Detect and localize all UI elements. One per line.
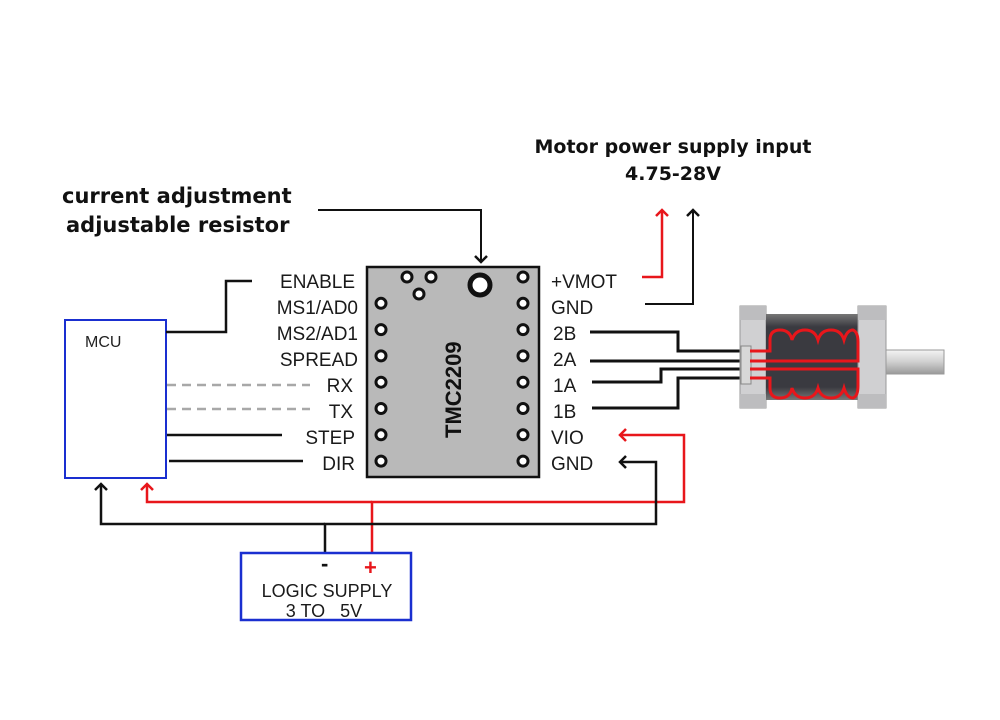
pin-label-gnd-motor: GND: [551, 298, 593, 319]
logic-supply-range: 3 TO 5V: [286, 601, 362, 621]
right-pin-labels: +VMOT GND 2B 2A 1A 1B VIO GND: [551, 272, 617, 475]
pin-label-tx: TX: [329, 402, 354, 423]
pin-label-2b: 2B: [553, 324, 576, 345]
jumper-hole: [400, 270, 414, 284]
left-pin-labels: ENABLE MS1/AD0 MS2/AD1 SPREAD RX TX STEP…: [277, 272, 358, 475]
plus-terminal: +: [364, 555, 377, 580]
pin-label-1b: 1B: [553, 402, 576, 423]
coil-upper: [750, 328, 860, 363]
pin-hole: [516, 428, 530, 442]
motor-supply-title: Motor power supply input: [535, 136, 812, 158]
pin-hole: [374, 323, 388, 337]
current-adjust-annotation: current adjustment adjustable resistor: [62, 184, 292, 237]
pin-label-1a: 1A: [553, 376, 577, 397]
logic-supply-box: [239, 551, 413, 622]
motor-supply-annotation: Motor power supply input 4.75-28V: [535, 136, 812, 185]
mcu-vcc-wire: [140, 482, 372, 504]
logic-supply-label: LOGIC SUPPLY: [262, 581, 393, 601]
driver-pcb: [365, 265, 541, 479]
motor-rear-flange: [857, 305, 887, 409]
chip-label: TMC2209: [441, 341, 466, 438]
pin-hole: [374, 402, 388, 415]
motor-gnd-wire: [645, 208, 700, 305]
mcu-block: MCU: [64, 319, 167, 479]
minus-terminal: -: [321, 551, 328, 576]
motor-body: [766, 314, 862, 400]
jumper-hole: [412, 287, 426, 301]
mcu-box: [64, 319, 167, 479]
coil-2b-wire: [590, 330, 745, 353]
coil-1b-wire: [592, 376, 745, 410]
pin-hole: [516, 375, 530, 389]
motor-shaft: [885, 349, 945, 375]
vio-wire: [370, 428, 686, 555]
flange-edge: [858, 394, 886, 408]
enable-wire: [166, 279, 252, 334]
pin-hole: [516, 296, 530, 310]
flange-edge: [740, 394, 766, 408]
motor-connector: [740, 345, 752, 385]
pin-label-spread: SPREAD: [280, 350, 358, 371]
pin-hole: [374, 375, 388, 389]
coil-1a-wire: [592, 367, 745, 384]
current-adjust-title: current adjustment: [62, 184, 292, 208]
mcu-label: MCU: [85, 334, 121, 351]
pin-label-enable: ENABLE: [280, 272, 355, 293]
pot-pointer-wire: [318, 209, 488, 264]
flange-edge: [858, 306, 886, 320]
pin-hole: [516, 270, 530, 284]
logic-supply-block: - + LOGIC SUPPLY 3 TO 5V: [239, 551, 413, 622]
pin-label-step: STEP: [305, 428, 355, 449]
potentiometer[interactable]: [467, 272, 493, 298]
pin-label-rx: RX: [327, 376, 354, 397]
pin-hole: [516, 349, 530, 363]
pin-hole: [374, 428, 388, 442]
pin-label-vmot: +VMOT: [551, 272, 617, 293]
motor-supply-voltage: 4.75-28V: [625, 163, 721, 185]
current-adjust-subtitle: adjustable resistor: [66, 213, 290, 237]
vmot-wire: [642, 208, 669, 279]
pin-hole: [374, 296, 388, 310]
pin-label-vio: VIO: [551, 428, 584, 449]
left-pin-holes: [374, 296, 388, 468]
mcu-gnd-wire: [94, 482, 325, 526]
right-pin-holes: [516, 270, 530, 468]
stepper-motor: [739, 305, 945, 409]
driver-board: TMC2209: [365, 265, 541, 479]
pin-hole: [516, 323, 530, 337]
coil-lower: [750, 367, 860, 400]
pin-hole: [516, 454, 530, 468]
pin-hole: [374, 454, 388, 468]
flange-edge: [740, 306, 766, 320]
pin-label-2a: 2A: [553, 350, 577, 371]
pin-label-ms2: MS2/AD1: [277, 324, 358, 345]
jumper-hole: [424, 270, 438, 284]
logic-gnd-wire: [323, 455, 658, 555]
pin-label-gnd-logic: GND: [551, 454, 593, 475]
pin-hole: [516, 402, 530, 415]
pin-label-ms1: MS1/AD0: [277, 298, 358, 319]
pin-label-dir: DIR: [322, 454, 355, 475]
pin-hole: [374, 349, 388, 363]
